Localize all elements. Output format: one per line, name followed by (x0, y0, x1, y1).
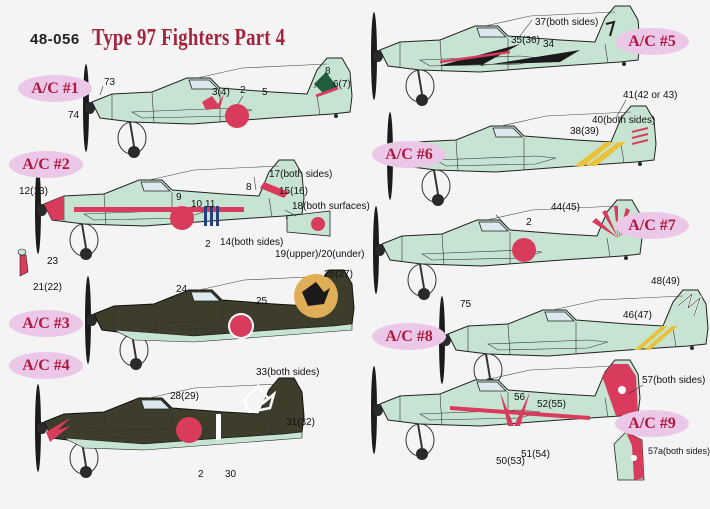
callout-label: 10 (191, 199, 203, 210)
callout-label: 44(45) (551, 202, 580, 213)
aircraft-badge-6: A/C #6 (372, 141, 446, 168)
callout-label: 8 (246, 182, 252, 193)
callout-label: 18(both surfaces) (292, 201, 370, 212)
callout-label: 38(39) (570, 126, 599, 137)
sheet-title: Type 97 Fighters Part 4 (92, 25, 286, 51)
callout-label: 2 (526, 217, 532, 228)
callout-label: 9 (176, 192, 182, 203)
callout-label: 31(32) (286, 417, 315, 428)
callout-label: 11 (205, 199, 216, 210)
callout-label: 75 (460, 299, 472, 310)
callout-label: 6(7) (333, 79, 351, 90)
callout-label: 46(47) (623, 310, 652, 321)
callout-label: 2 (240, 85, 246, 96)
callout-label: 51(54) (521, 449, 550, 460)
aircraft-badge-3: A/C #3 (9, 310, 83, 337)
callout-label: 41(42 or 43) (623, 90, 678, 101)
aircraft-badge-9: A/C #9 (615, 410, 689, 437)
callout-label: 73 (104, 77, 116, 88)
callout-label: 23 (47, 256, 59, 267)
aircraft-badge-7: A/C #7 (615, 212, 689, 239)
callout-label: 50(53) (496, 456, 525, 467)
callout-label: 74 (68, 110, 80, 121)
callout-label: 35(36) (511, 35, 540, 46)
callout-label: 19(upper)/20(under) (275, 249, 365, 260)
aircraft-badge-1: A/C #1 (18, 75, 92, 102)
callout-label: 57a(both sides) (648, 446, 710, 456)
callout-label: 8 (325, 66, 331, 77)
callout-label: 5 (262, 87, 268, 98)
aircraft-badge-4: A/C #4 (9, 352, 83, 379)
sheet-code: 48-056 (30, 31, 80, 48)
callout-label: 15(16) (279, 186, 308, 197)
callout-label: 14(both sides) (220, 237, 284, 248)
callout-label: 52(55) (537, 399, 566, 410)
callout-label: 2 (198, 469, 204, 480)
aircraft-badge-5: A/C #5 (615, 28, 689, 55)
callout-label: 25 (256, 296, 268, 307)
callout-label: 12(13) (19, 186, 48, 197)
callout-label: 3(4) (212, 87, 230, 98)
callout-label: 34 (543, 39, 555, 50)
callout-label: 37(both sides) (535, 17, 599, 28)
callout-label: 21(22) (33, 282, 62, 293)
callout-label: 40(both sides) (592, 115, 656, 126)
callout-label: 24 (176, 284, 188, 295)
callout-label: 17(both sides) (269, 169, 333, 180)
callout-label: 57(both sides) (642, 375, 706, 386)
callout-label: 30 (225, 469, 237, 480)
callout-label: 26(27) (324, 269, 353, 280)
callout-label: 33(both sides) (256, 367, 320, 378)
callout-label: 2 (205, 239, 211, 250)
callout-label: 28(29) (170, 391, 199, 402)
aircraft-badge-8: A/C #8 (372, 323, 446, 350)
aircraft-badge-2: A/C #2 (9, 151, 83, 178)
callout-label: 56 (514, 392, 526, 403)
callout-label: 48(49) (651, 276, 680, 287)
